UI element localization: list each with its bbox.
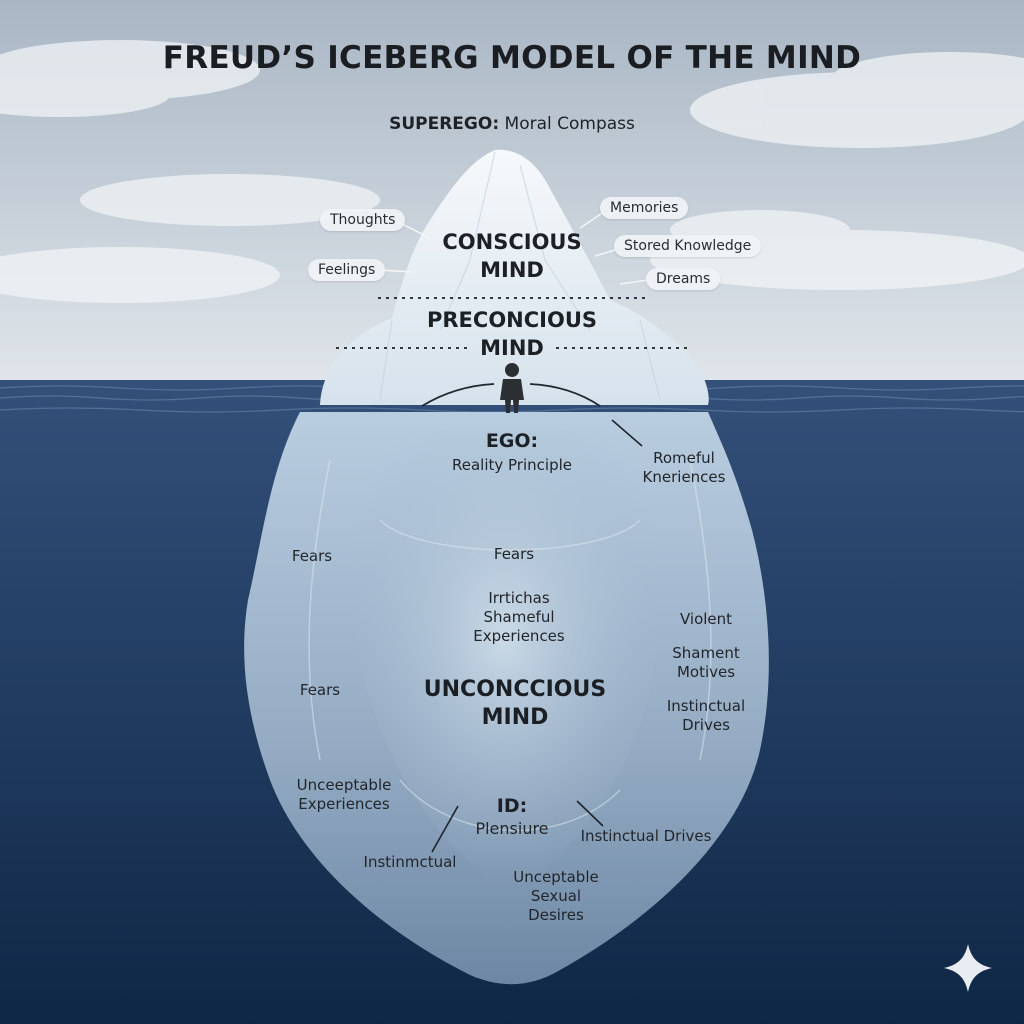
shament-line: Shament [672, 644, 740, 662]
shament-motives-label: Shament Motives [656, 644, 756, 682]
romeful-line2: Kneriences [642, 468, 726, 486]
instinctual-line: Instinctual [666, 697, 746, 715]
center-fears: Fears [493, 545, 535, 563]
unconscious-line1: UNCONCCIOUS [423, 677, 607, 702]
iceberg-tip [320, 149, 709, 405]
sexual-line2: Sexual [530, 887, 582, 905]
left-fears-1: Fears [291, 547, 333, 565]
tip-facets [379, 151, 661, 401]
preconscious-line2: MIND [480, 336, 544, 360]
conscious-line1: CONSCIOUS [442, 230, 582, 254]
instinctual-drives-bottom: Instinctual Drives [580, 827, 712, 845]
unceeptable-line1: Unceeptable [296, 776, 392, 794]
ego-heading: EGO: [485, 430, 539, 452]
ice-facets [308, 459, 712, 832]
instinctual-drives-right: Instinctual Drives [650, 697, 762, 735]
right-arc [529, 383, 601, 407]
conscious-mind-label: CONSCIOUS MIND [412, 228, 612, 284]
violent-label: Violent [679, 610, 733, 628]
center-block-line2: Shameful [483, 608, 555, 626]
ego-text: Reality Principle [452, 456, 572, 474]
conscious-line2: MIND [480, 258, 544, 282]
left-arc [421, 383, 495, 407]
ego-label: EGO: Reality Principle [412, 430, 612, 475]
sexual-desires-block: Unceptable Sexual Desires [494, 868, 618, 925]
unceeptable-line2: Experiences [298, 795, 390, 813]
superego-heading: SUPEREGO: [389, 114, 500, 134]
sexual-line3: Desires [528, 906, 584, 924]
pill-stored-knowledge: Stored Knowledge [614, 235, 762, 257]
romeful-label: Romeful Kneriences [624, 449, 744, 487]
center-block-line1: Irrtichas [488, 589, 550, 607]
id-heading: ID: [496, 795, 528, 817]
pill-dreams: Dreams [646, 268, 721, 290]
superego-label: SUPEREGO: Moral Compass [0, 114, 1024, 134]
person-icon [500, 363, 524, 413]
instinmctual-label: Instinmctual [363, 853, 457, 871]
drives-line: Drives [682, 716, 730, 734]
romeful-line1: Romeful [653, 449, 715, 467]
pill-feelings: Feelings [308, 259, 386, 281]
preconscious-mind-label: PRECONCIOUS MIND [402, 306, 622, 362]
pill-memories: Memories [600, 197, 689, 219]
motives-line: Motives [676, 663, 736, 681]
diagram-title: FREUD’S ICEBERG MODEL OF THE MIND [162, 40, 862, 76]
pill-thoughts: Thoughts [320, 209, 406, 231]
center-block: Irrtichas Shameful Experiences [444, 589, 594, 646]
id-text: Plensiure [475, 819, 549, 838]
id-label: ID: Plensiure [452, 795, 572, 838]
iceberg-inner-glow [347, 430, 661, 890]
sparkle-icon [944, 944, 992, 992]
center-block-line3: Experiences [473, 627, 565, 645]
pointer-lines [431, 419, 643, 853]
unconscious-mind-label: UNCONCCIOUS MIND [390, 676, 640, 732]
unceeptable-experiences-label: Unceeptable Experiences [284, 776, 404, 814]
sexual-line1: Unceptable [513, 868, 599, 886]
preconscious-line1: PRECONCIOUS [427, 308, 597, 332]
superego-text: Moral Compass [504, 114, 635, 134]
unconscious-line2: MIND [481, 705, 549, 730]
left-fears-2: Fears [299, 681, 341, 699]
